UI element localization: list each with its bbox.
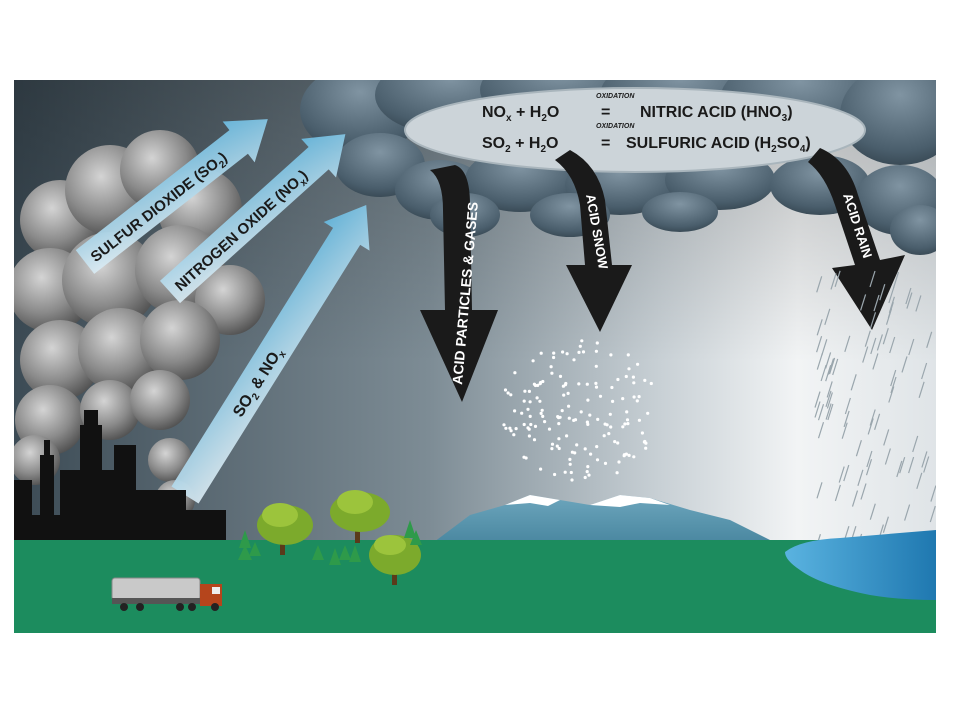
equation-sulfuric-acid: SO2 + H2O OXIDATION = SULFURIC ACID (H2S… [482, 123, 811, 155]
smoke-plume [14, 130, 265, 590]
storm-cloud [300, 80, 936, 255]
deposition-arrow-particles: ACID PARTICLES & GASES [420, 165, 498, 402]
equation-cloud [404, 87, 866, 173]
oxidation-label: OXIDATION [596, 93, 635, 100]
svg-text:NOx + H2O: NOx + H2O [482, 104, 559, 124]
svg-text:SO2 + H2O: SO2 + H2O [482, 135, 559, 155]
scene: SULFUR DIOXIDE (SO2) NITROGEN OXIDE (NOx… [14, 80, 936, 633]
factory [14, 410, 226, 540]
forest [238, 490, 422, 585]
acid-rain-streaks [814, 270, 936, 556]
svg-text:SULFURIC ACID (H2SO4): SULFURIC ACID (H2SO4) [626, 135, 811, 155]
truck [111, 577, 222, 611]
svg-text:=: = [601, 135, 610, 152]
lake [785, 530, 936, 600]
acid-snow-flakes [502, 339, 653, 482]
oxidation-label: OXIDATION [596, 123, 635, 130]
svg-text:=: = [601, 104, 610, 121]
svg-text:NITRIC ACID (HNO3): NITRIC ACID (HNO3) [640, 104, 793, 124]
equation-nitric-acid: NOx + H2O OXIDATION = NITRIC ACID (HNO3) [482, 93, 793, 124]
